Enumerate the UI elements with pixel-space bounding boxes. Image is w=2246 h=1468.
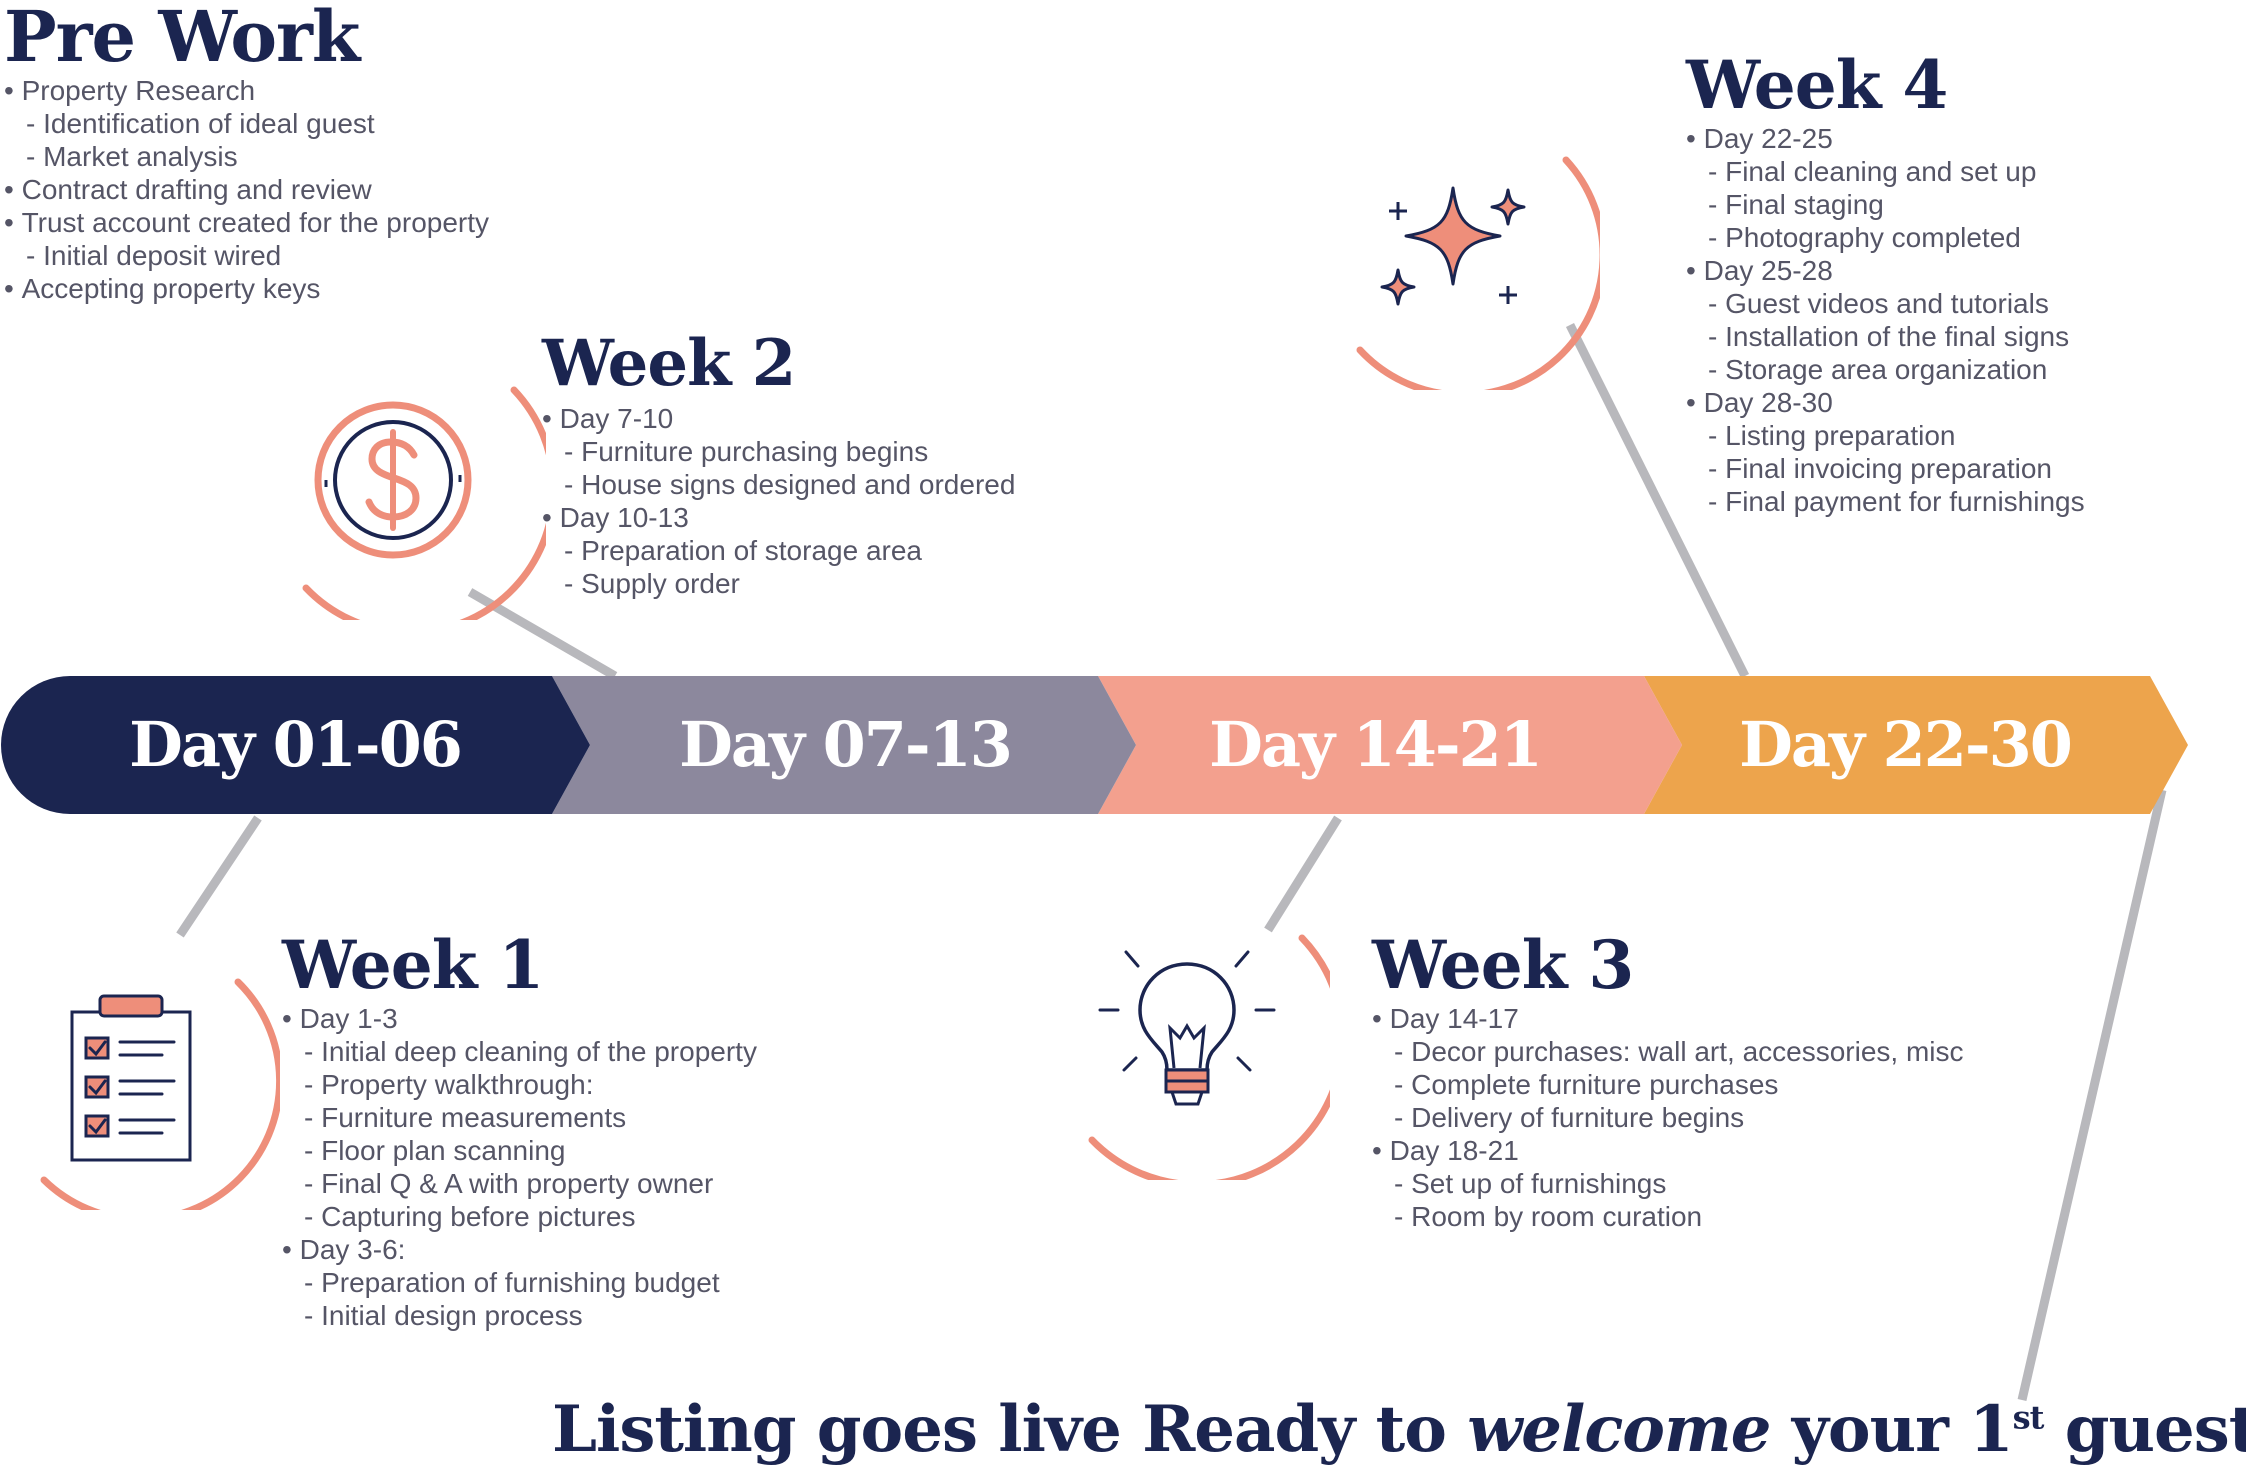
list-item: Delivery of furniture begins (1372, 1101, 1964, 1134)
week3-icon-badge (1088, 934, 1330, 1180)
list-item: Final payment for furnishings (1686, 485, 2085, 518)
list-item: Preparation of furnishing budget (282, 1266, 757, 1299)
list-item: Floor plan scanning (282, 1134, 757, 1167)
list-item-heading: Contract drafting and review (4, 173, 489, 206)
footer-superscript: st (2012, 1398, 2045, 1437)
list-item-heading: Day 10-13 (542, 501, 1015, 534)
list-item: Set up of furnishings (1372, 1167, 1964, 1200)
segment-day-07-13-label: Day 07-13 (679, 708, 1013, 781)
week2-list: Day 7-10Furniture purchasing beginsHouse… (542, 402, 1016, 600)
list-item: Initial deep cleaning of the property (282, 1035, 757, 1068)
week2-accent-arc (302, 386, 546, 620)
list-item-heading: Property Research (4, 74, 489, 107)
connector-listing (2017, 788, 2167, 1402)
clipboard-checklist-icon (70, 994, 192, 1162)
list-item: Final invoicing preparation (1686, 452, 2085, 485)
footer-part3: guest! (2064, 1392, 2246, 1467)
list-item-heading: Day 14-17 (1372, 1002, 1964, 1035)
connector-week1 (176, 815, 262, 938)
connector-week4 (1565, 322, 1750, 679)
list-item-heading: Accepting property keys (4, 272, 489, 305)
list-item-heading: Day 7-10 (542, 402, 1015, 435)
list-item: Initial deposit wired (4, 239, 489, 272)
list-item: Complete furniture purchases (1372, 1068, 1964, 1101)
prework-title: Pre Work (4, 0, 360, 78)
week2-title: Week 2 (542, 326, 796, 401)
week1-accent-arc (40, 978, 280, 1210)
list-item: Guest videos and tutorials (1686, 287, 2085, 320)
list-item: Initial design process (282, 1299, 757, 1332)
list-item-heading: Day 28-30 (1686, 386, 2085, 419)
list-item-heading: Trust account created for the property (4, 206, 489, 239)
lightbulb-icon (1098, 950, 1276, 1106)
connector-week3 (1264, 815, 1342, 933)
list-item: Final cleaning and set up (1686, 155, 2085, 188)
list-item: Identification of ideal guest (4, 107, 489, 140)
list-item-heading: Day 25-28 (1686, 254, 2085, 287)
week2-icon-badge (302, 386, 546, 620)
footer-part2: your 1 (1770, 1392, 2014, 1467)
list-item: Final staging (1686, 188, 2085, 221)
segment-day-22-30-label: Day 22-30 (1739, 708, 2073, 781)
list-item: Capturing before pictures (282, 1200, 757, 1233)
week3-title: Week 3 (1372, 926, 1634, 1004)
list-item: Furniture purchasing begins (542, 435, 1015, 468)
list-item: Preparation of storage area (542, 534, 1015, 567)
list-item: House signs designed and ordered (542, 468, 1015, 501)
segment-day-14-21-shape (1098, 676, 1682, 814)
prework-list: Property ResearchIdentification of ideal… (4, 74, 489, 305)
list-item-heading: Day 3-6: (282, 1233, 757, 1266)
segment-day-07-13-shape (552, 676, 1136, 814)
list-item: Installation of the final signs (1686, 320, 2085, 353)
list-item: Property walkthrough: (282, 1068, 757, 1101)
week1-list: Day 1-3Initial deep cleaning of the prop… (282, 1002, 757, 1332)
list-item-heading: Day 22-25 (1686, 122, 2085, 155)
week4-accent-arc (1356, 156, 1600, 390)
list-item: Market analysis (4, 140, 489, 173)
list-item: Photography completed (1686, 221, 2085, 254)
week1-title: Week 1 (282, 926, 544, 1004)
listing-live-message: Listing goes live Ready to welcome your … (552, 1392, 2246, 1467)
week4-icon-badge (1356, 156, 1600, 390)
week4-title: Week 4 (1686, 46, 1948, 124)
list-item-heading: Day 18-21 (1372, 1134, 1964, 1167)
list-item: Room by room curation (1372, 1200, 1964, 1233)
footer-emphasis: welcome (1467, 1392, 1771, 1467)
week1-icon-badge (40, 978, 280, 1210)
list-item: Supply order (542, 567, 1015, 600)
week3-accent-arc (1088, 934, 1330, 1180)
list-item: Storage area organization (1686, 353, 2085, 386)
segment-day-14-21-label: Day 14-21 (1209, 708, 1543, 781)
dollar-coin-icon (314, 401, 472, 559)
list-item: Furniture measurements (282, 1101, 757, 1134)
segment-day-01-06-label: Day 01-06 (129, 708, 463, 781)
sparkles-icon (1380, 186, 1526, 306)
list-item: Decor purchases: wall art, accessories, … (1372, 1035, 1963, 1068)
week4-list: Day 22-25Final cleaning and set upFinal … (1686, 122, 2085, 518)
week3-list: Day 14-17Decor purchases: wall art, acce… (1372, 1002, 1964, 1233)
list-item-heading: Day 1-3 (282, 1002, 757, 1035)
list-item: Final Q & A with property owner (282, 1167, 757, 1200)
segment-day-22-30-shape (1644, 676, 2188, 814)
segment-day-01-06-shape (1, 676, 590, 814)
list-item: Listing preparation (1686, 419, 2085, 452)
footer-part1: Listing goes live Ready to (552, 1392, 1468, 1467)
